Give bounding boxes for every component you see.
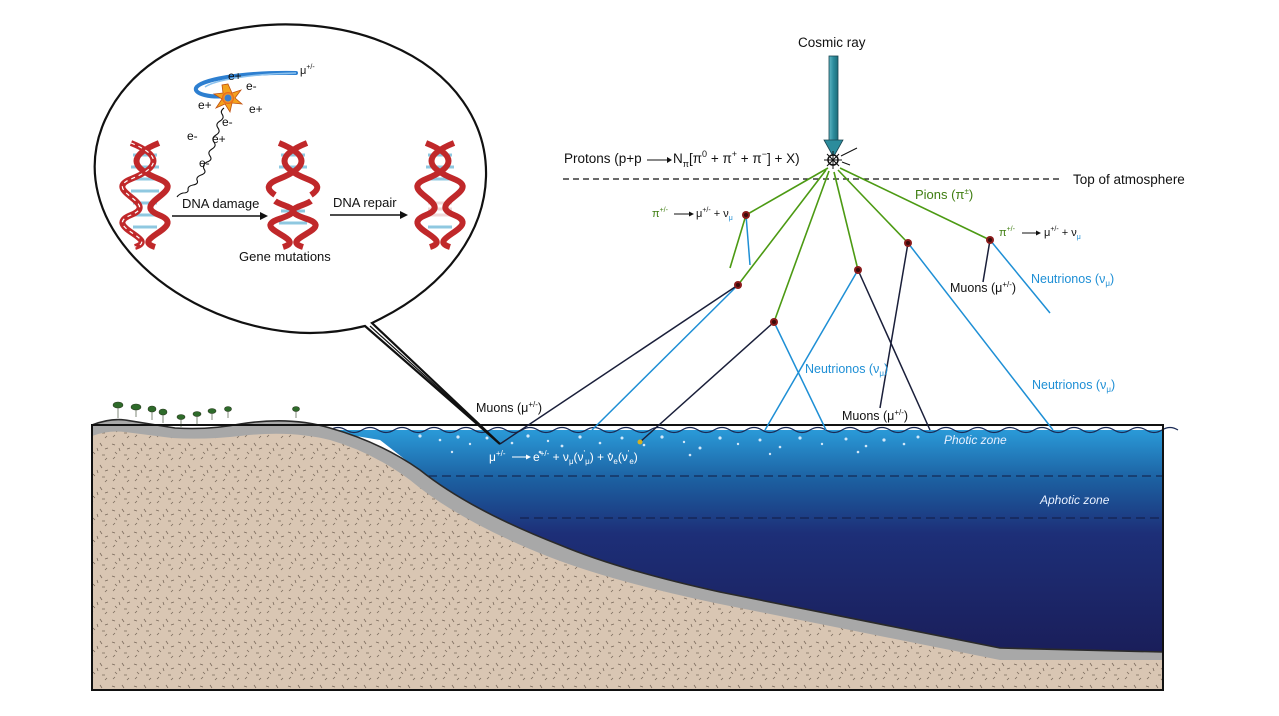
svg-text:Protons (p+p: Protons (p+p — [564, 151, 642, 166]
water-surface — [329, 426, 1179, 434]
trees — [112, 401, 300, 427]
svg-text:μ+/- + νμ: μ+/- + νμ — [1044, 226, 1081, 241]
dna-helix-damaged — [265, 140, 321, 250]
aphotic-zone-label: Aphotic zone — [1039, 493, 1110, 507]
photic-zone-label: Photic zone — [944, 433, 1007, 447]
svg-text:π+/-: π+/- — [999, 226, 1016, 239]
muons-label-left: Muons (μ+/-) — [476, 400, 542, 415]
zoom-bubble — [93, 23, 501, 445]
land-outline — [91, 418, 1164, 653]
muon-trail — [193, 70, 298, 99]
section-border — [91, 424, 1164, 691]
top-of-atmosphere-label: Top of atmosphere — [1073, 172, 1185, 187]
photon-wave — [176, 107, 225, 198]
surface-bubbles — [418, 434, 920, 457]
cosmic-ray-shaft — [828, 55, 839, 143]
svg-text:e-: e- — [187, 129, 198, 143]
bubble-outline — [93, 23, 501, 445]
protons-equation: Protons (p+p Nπ[π0 + π+ + π−] + X) — [564, 149, 800, 169]
svg-text:μ+/- + νμ: μ+/- + νμ — [696, 207, 733, 222]
svg-text:e+: e+ — [212, 132, 226, 146]
svg-text:e+: e+ — [198, 98, 212, 112]
cosmic-ray-arrowhead — [823, 139, 844, 158]
dna-damage-label: DNA damage — [182, 196, 259, 211]
dna-helix-intact — [119, 140, 171, 250]
muon-impact: μ+/- e+ e- e+ e+ e- e- e+ e- — [176, 64, 315, 198]
dna-helix-repaired — [414, 140, 466, 250]
svg-text:e+/- + νμ(ν'μ) + νe(ν'e): e+/- + νμ(ν'μ) + νe(ν'e) — [533, 449, 638, 466]
water-body — [320, 430, 1163, 660]
neutrino-tracks — [591, 214, 1054, 431]
muons-label-right: Muons (μ+/-) — [950, 280, 1016, 295]
cosmic-ray-label: Cosmic ray — [798, 35, 866, 50]
svg-text:μ+/-: μ+/- — [300, 64, 315, 77]
svg-text:π+/-: π+/- — [652, 207, 669, 220]
neutrinos-label-far-right: Neutrionos (νμ) — [1032, 378, 1115, 394]
dna-repair-label: DNA repair — [333, 195, 397, 210]
decay-vertices — [637, 211, 994, 445]
dna-process: DNA damage DNA repair Gene mutations — [172, 195, 408, 264]
svg-text:e-: e- — [199, 156, 210, 170]
svg-text:e-: e- — [246, 79, 257, 93]
svg-text:Nπ[π0 + π+ + π−] + X): Nπ[π0 + π+ + π−] + X) — [673, 149, 800, 169]
svg-text:e+: e+ — [249, 102, 263, 116]
pions-label: Pions (π±) — [915, 187, 973, 202]
neutrinos-label-middle: Neutrionos (νμ) — [805, 362, 888, 378]
svg-text:e-: e- — [222, 115, 233, 129]
pion-tracks — [729, 167, 991, 323]
neutrinos-label-right: Neutrionos (νμ) — [1031, 272, 1114, 288]
collision-burst-icon — [824, 147, 858, 169]
svg-text:e+: e+ — [228, 69, 242, 83]
muon-decay-equation: μ+/- e+/- + νμ(ν'μ) + νe(ν'e) — [489, 449, 638, 466]
sediment-land — [92, 419, 1163, 690]
muons-label-middle: Muons (μ+/-) — [842, 408, 908, 423]
pion-decay-right: π+/- μ+/- + νμ — [999, 226, 1081, 241]
pion-decay-left: π+/- μ+/- + νμ — [652, 207, 733, 222]
ocean-cross-section — [91, 401, 1179, 691]
svg-text:μ+/-: μ+/- — [489, 449, 506, 464]
cosmic-ray: Cosmic ray — [798, 35, 866, 169]
impact-burst-icon — [212, 83, 244, 114]
gene-mutations-label: Gene mutations — [239, 249, 331, 264]
